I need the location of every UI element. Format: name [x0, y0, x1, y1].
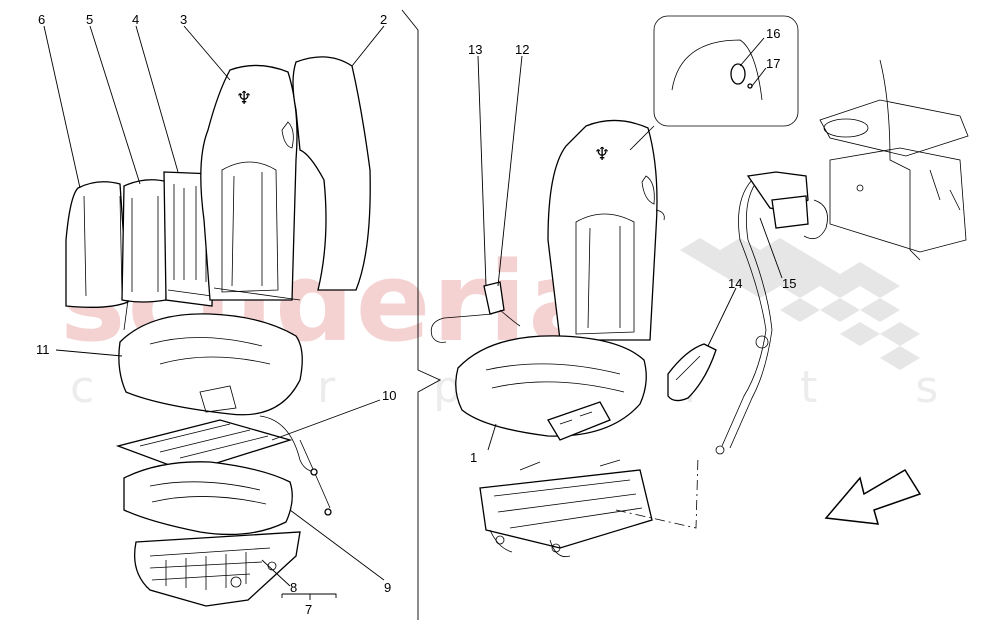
assembled-seat: ♆	[455, 119, 665, 441]
seat-back-rear-panel	[65, 181, 129, 308]
callout-5: 5	[86, 12, 93, 27]
callout-17: 17	[766, 56, 780, 71]
callout-7: 7	[305, 602, 312, 617]
backrest-rear-cover	[292, 56, 371, 291]
callout-13: 13	[468, 42, 482, 57]
seat-pan-frame	[133, 531, 301, 607]
vehicle-body-structure	[819, 59, 969, 261]
seat-heater-pad	[115, 415, 332, 516]
callout-4: 4	[132, 12, 139, 27]
leader-lines	[43, 25, 783, 600]
seat-belt-buckle	[430, 281, 521, 343]
trident-emblem-icon: ♆	[594, 144, 610, 165]
callout-11: 11	[36, 342, 50, 357]
seat-back-frame	[163, 171, 215, 307]
callout-3: 3	[180, 12, 187, 27]
callout-9: 9	[384, 580, 391, 595]
direction-arrow-icon	[824, 468, 922, 525]
seat-belt-retractor	[715, 171, 828, 455]
callout-16: 16	[766, 26, 780, 41]
callout-labels: 1 2 3 4 5 6 7 8 9 10 11 12 13 14 15 16 1…	[36, 12, 796, 617]
callout-6: 6	[38, 12, 45, 27]
callout-15: 15	[782, 276, 796, 291]
belt-anchor-leader	[615, 455, 699, 529]
watermark-checker	[680, 238, 920, 370]
callout-2: 2	[380, 12, 387, 27]
callout-14: 14	[728, 276, 742, 291]
seat-cushion-upholstery	[118, 313, 303, 416]
section-divider	[401, 9, 442, 620]
callout-12: 12	[515, 42, 529, 57]
callout-8: 8	[290, 580, 297, 595]
callout-10: 10	[382, 388, 396, 403]
trident-emblem-icon: ♆	[236, 88, 252, 109]
seat-slide-rails	[479, 459, 653, 558]
callout-1: 1	[470, 450, 477, 465]
belt-trim-cover	[667, 343, 717, 402]
backrest-upholstery: ♆	[200, 64, 301, 301]
seat-foam	[123, 461, 293, 536]
detail-inset	[629, 15, 799, 151]
